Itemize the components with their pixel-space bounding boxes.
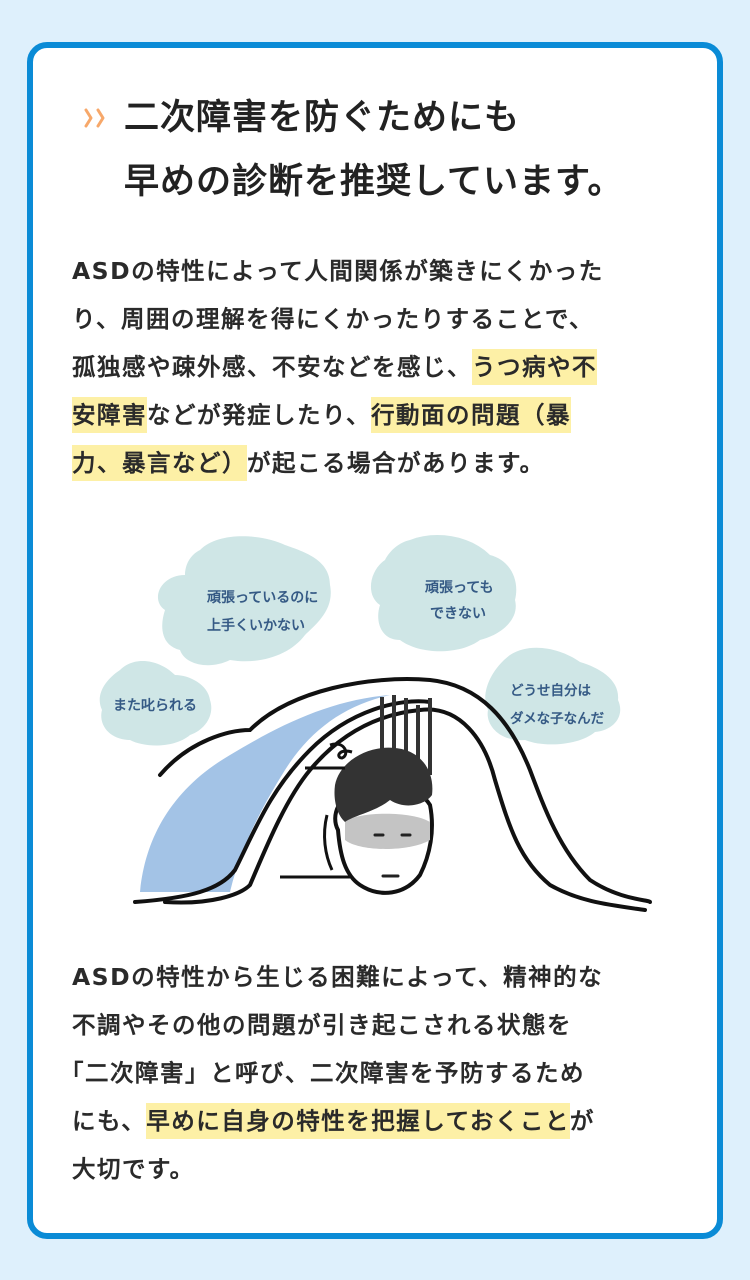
double-chevron-right-icon bbox=[84, 108, 105, 128]
paragraph-secondary-disorders: ASDの特性によって人間関係が築きにくかった り、周囲の理解を得にくかったりする… bbox=[72, 247, 682, 487]
thought-bubble-4: どうせ自分は ダメな子なんだ bbox=[485, 647, 621, 745]
heading-line-2: 早めの診断を推奨しています。 bbox=[124, 162, 624, 202]
thought-bubble-2: 頑張っても できない bbox=[370, 535, 517, 652]
section-heading: 二次障害を防ぐためにも 早めの診断を推奨しています。 bbox=[124, 86, 724, 214]
text-line: 不調やその他の問題が引き起こされる状態を bbox=[72, 1011, 572, 1039]
heading-line-1: 二次障害を防ぐためにも bbox=[124, 98, 521, 138]
blanket-blue bbox=[140, 695, 390, 892]
svg-text:上手くいかない: 上手くいかない bbox=[207, 617, 305, 634]
text-segment: が bbox=[569, 1107, 595, 1135]
text-segment: にも、 bbox=[72, 1107, 147, 1135]
svg-text:どうせ自分は: どうせ自分は bbox=[510, 682, 591, 699]
text-line: 「二次障害」と呼び、二次障害を予防するため bbox=[60, 1059, 585, 1087]
text-segment: などが発症したり、 bbox=[147, 401, 372, 429]
svg-text:ダメな子なんだ: ダメな子なんだ bbox=[510, 710, 605, 727]
text-line: にも、早めに自身の特性を把握しておくことが bbox=[72, 1097, 682, 1145]
content-card bbox=[27, 42, 723, 1239]
highlight-behavior: 行動面の問題（暴 bbox=[371, 397, 572, 433]
text-line: ASDの特性から生じる困難によって、精神的な bbox=[72, 963, 604, 991]
highlight-violence: 力、暴言など） bbox=[72, 445, 247, 481]
svg-text:また叱られる: また叱られる bbox=[113, 698, 197, 714]
text-line: 孤独感や疎外感、不安などを感じ、うつ病や不 bbox=[72, 343, 682, 391]
highlight-anxiety: 安障害 bbox=[72, 397, 147, 433]
text-line: 力、暴言など）が起こる場合があります。 bbox=[72, 439, 682, 487]
thought-bubble-3: また叱られる bbox=[99, 660, 212, 746]
illustration-person-under-blanket: 頑張っているのに 上手くいかない 頑張っても できない また叱られる どうせ自分… bbox=[99, 535, 652, 912]
highlight-early-awareness: 早めに自身の特性を把握しておくこと bbox=[146, 1103, 570, 1139]
svg-text:頑張っても: 頑張っても bbox=[424, 580, 494, 596]
thought-bubble-1: 頑張っているのに 上手くいかない bbox=[157, 536, 331, 666]
text-segment: が起こる場合があります。 bbox=[247, 449, 545, 477]
text-line: り、周囲の理解を得にくかったりすることで、 bbox=[72, 305, 594, 333]
text-line: 安障害などが発症したり、行動面の問題（暴 bbox=[72, 391, 682, 439]
text-line: 大切です。 bbox=[72, 1155, 195, 1183]
svg-text:頑張っているのに: 頑張っているのに bbox=[206, 590, 318, 606]
text-segment: 孤独感や疎外感、不安などを感じ、 bbox=[72, 353, 472, 381]
text-line: ASDの特性によって人間関係が築きにくかった bbox=[72, 257, 604, 285]
paragraph-prevention: ASDの特性から生じる困難によって、精神的な 不調やその他の問題が引き起こされる… bbox=[60, 953, 682, 1193]
svg-text:できない: できない bbox=[430, 606, 486, 622]
highlight-depression: うつ病や不 bbox=[472, 349, 597, 385]
